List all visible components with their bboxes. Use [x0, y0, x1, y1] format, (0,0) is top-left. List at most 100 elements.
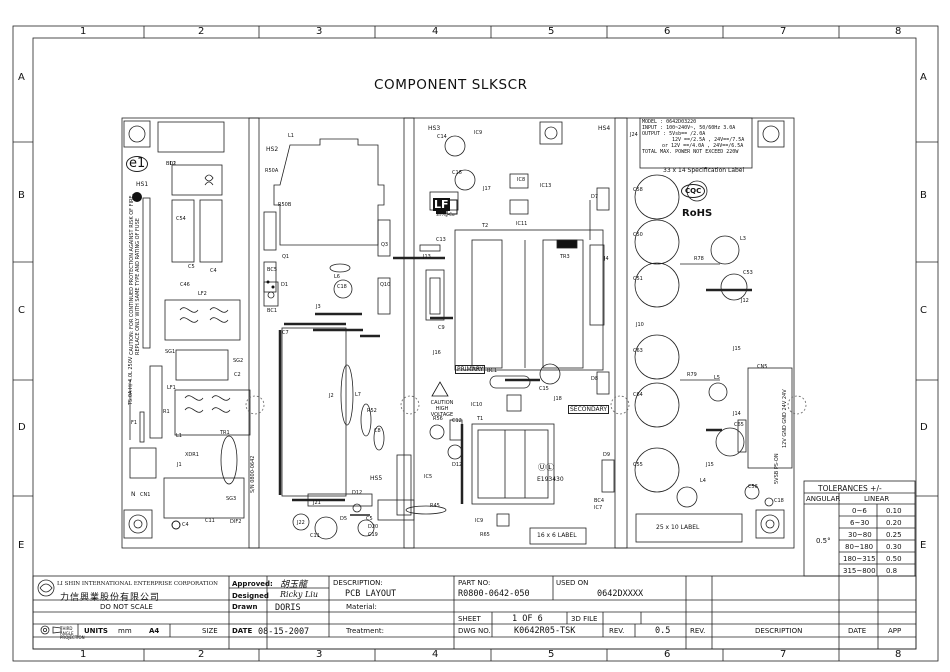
tol-value-3: 0.30	[886, 543, 902, 551]
tol-angular-label: ANGULAR	[806, 495, 841, 503]
ref-r50b: R50B	[278, 202, 292, 208]
col-label-1-bottom: 1	[80, 649, 87, 660]
designed-label: Designed	[232, 592, 269, 600]
ref-j24: J24	[630, 132, 638, 138]
spec-line1: 12V ==/2.5A , 24V==/7.5A	[672, 137, 745, 143]
caution-hv-text: CAUTION HIGH VOLTAGE	[430, 400, 454, 418]
size-value: A4	[149, 627, 160, 635]
ref-j10: J10	[636, 322, 644, 328]
ref-lf1: LF1	[167, 385, 176, 391]
ref-r56: R56	[433, 416, 443, 422]
tol-range-2: 30~80	[848, 531, 872, 539]
rev-column-header: REV.	[690, 627, 706, 635]
pcb-outline	[121, 117, 795, 549]
ref-t2: T2	[482, 223, 489, 229]
ref-j17: J17	[483, 186, 491, 192]
tol-range-3: 80~180	[845, 543, 874, 551]
ref-bc1: BC1	[267, 308, 278, 314]
spec-line2: or 12V ==/4.0A , 24V==/6.5A	[662, 143, 744, 149]
label-25x10: 25 x 10 LABEL	[656, 524, 700, 531]
ref-cn5: CN5	[757, 364, 768, 370]
ref-c18: C18	[337, 284, 347, 290]
e1-mark: e1	[126, 156, 149, 172]
tol-linear-label: LINEAR	[864, 495, 890, 503]
primary-label: PRIMARY	[455, 365, 486, 374]
ref-d9: D9	[603, 452, 611, 458]
dwg-no-value: K0642R05-TSK	[514, 626, 576, 636]
ref-c58: C58	[633, 187, 643, 193]
tol-value-1: 0.20	[886, 519, 902, 527]
ref-l7: L7	[355, 392, 361, 398]
ref-l6: L6	[334, 274, 340, 280]
ref-cn1: CN1	[140, 492, 151, 498]
ref-c63: C63	[633, 348, 643, 354]
lead-free-mark: LF	[433, 198, 450, 211]
row-label-d-right: D	[920, 422, 928, 433]
row-label-e-right: E	[920, 540, 927, 551]
ref-hs4: HS4	[598, 125, 611, 132]
label-16x6: 16 x 6 LABEL	[537, 532, 577, 539]
app-column-header: APP	[888, 627, 902, 635]
ref-c12: C12	[452, 418, 462, 424]
ref-c64: C64	[633, 392, 643, 398]
row-label-a-right: A	[920, 72, 927, 83]
col-label-7: 7	[780, 26, 787, 37]
ref-hs5: HS5	[370, 475, 383, 482]
fuse-rating-text: T5.0A H/ 4.0L 250V	[128, 356, 134, 405]
ref-r79: R79	[687, 372, 697, 378]
ref-c53: C53	[743, 270, 753, 276]
ref-f1: F1	[131, 420, 138, 426]
ref-c55: C55	[633, 462, 643, 468]
ref-d1: D1	[281, 282, 289, 288]
company-name-cn: 力信興業股份有限公司	[60, 593, 161, 603]
ref-tr1: TR1	[220, 430, 230, 436]
drawn-value: DORIS	[275, 603, 301, 613]
ref-ic7: IC7	[594, 505, 603, 511]
designed-signature: Ricky Liu	[280, 590, 318, 599]
date-value: 08-15-2007	[258, 627, 310, 637]
ref-l2: L2	[170, 161, 176, 167]
ref-dif2: DIF2	[230, 519, 242, 525]
ref-c19: C19	[368, 532, 378, 538]
ref-r65: R65	[480, 532, 490, 538]
ref-c52: C8	[374, 428, 381, 434]
spec-output: OUTPUT : 5Vsb== /2.0A	[642, 131, 706, 137]
date-label: DATE	[232, 627, 253, 635]
tol-value-5: 0.8	[886, 567, 898, 575]
ref-j21: J21	[313, 500, 321, 506]
ref-q10: Q10	[380, 282, 391, 288]
ref-bc5: BC5	[267, 267, 278, 273]
ps-on-label: 5VSB PS-ON	[774, 453, 780, 484]
col-label-2-bottom: 2	[198, 649, 205, 660]
size-label: SIZE	[202, 627, 218, 635]
ref-r45: R45	[430, 503, 440, 509]
ref-l: L1	[176, 433, 182, 439]
ref-j2: J2	[329, 393, 334, 399]
tol-range-5: 315~800	[843, 567, 876, 575]
ref-bc1b: BC1	[487, 368, 498, 374]
ref-sg2: SG2	[233, 358, 244, 364]
ref-hs2: HS2	[266, 146, 279, 153]
description-column-header: DESCRIPTION	[755, 627, 803, 635]
sheet-value: 1 OF 6	[512, 614, 543, 624]
ref-c54: C54	[176, 216, 186, 222]
ref-d5: D5	[340, 516, 348, 522]
ref-q3: Q3	[381, 242, 389, 248]
spec-caption: 33 x 14 Specification Label	[663, 167, 745, 174]
sheet-label: SHEET	[458, 615, 481, 623]
serial-number-text: S/N 0800-0642	[250, 455, 256, 493]
rev-value: 0.5	[655, 626, 671, 636]
ref-r50a: R50A	[265, 168, 279, 174]
do-not-scale: DO NOT SCALE	[100, 603, 153, 611]
ref-l1: L1	[288, 133, 294, 139]
ref-r52: R52	[367, 408, 377, 414]
material-label: Material:	[346, 603, 377, 611]
col-label-6: 6	[664, 26, 671, 37]
cqc-mark: CQC	[681, 184, 706, 198]
ref-sg1: SG1	[165, 349, 176, 355]
row-label-d: D	[18, 422, 26, 433]
ref-d12: D12	[352, 490, 363, 496]
approved-signature: 胡玉龍	[280, 580, 308, 590]
ref-j1: J1	[177, 462, 182, 468]
